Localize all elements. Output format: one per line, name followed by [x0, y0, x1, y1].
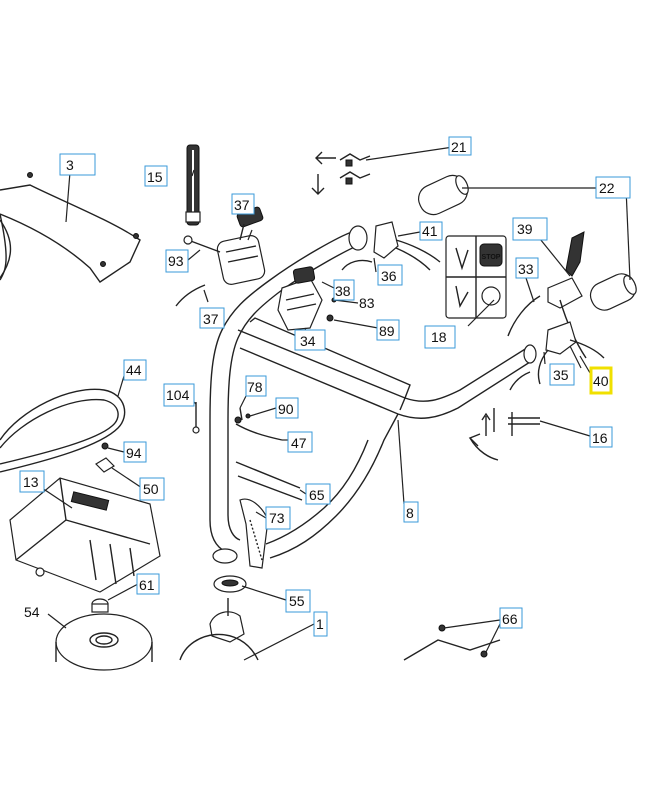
- callout-16[interactable]: 16: [589, 426, 613, 448]
- stop-sign-text: STOP: [482, 254, 501, 261]
- svg-text:18: 18: [431, 329, 447, 345]
- rod-65-part: [235, 461, 303, 501]
- grip-73-part: [239, 498, 269, 569]
- svg-text:104: 104: [166, 387, 190, 403]
- callout-47[interactable]: 47: [287, 431, 313, 453]
- callout-15[interactable]: 15: [144, 165, 168, 187]
- svg-text:90: 90: [278, 401, 294, 417]
- symbol-16-part: [468, 408, 540, 461]
- callout-35[interactable]: 35: [549, 363, 575, 386]
- callout-37-top[interactable]: 37: [231, 193, 255, 215]
- callout-38[interactable]: 38: [333, 279, 355, 301]
- svg-text:34: 34: [300, 333, 316, 349]
- svg-text:3: 3: [66, 157, 74, 173]
- callout-8[interactable]: 8: [403, 501, 419, 523]
- svg-text:94: 94: [126, 445, 142, 461]
- callout-66[interactable]: 66: [499, 607, 523, 629]
- callout-36[interactable]: 36: [377, 264, 403, 286]
- part-1: [179, 598, 259, 661]
- callout-34[interactable]: 34: [294, 329, 326, 351]
- small-parts-61-94-50: [91, 442, 115, 613]
- callout-55[interactable]: 55: [285, 589, 311, 613]
- engine-block-13-part: [9, 477, 161, 593]
- svg-text:37: 37: [234, 197, 250, 213]
- svg-text:13: 13: [23, 474, 39, 490]
- svg-text:16: 16: [592, 430, 608, 446]
- belt-44-part: [0, 388, 126, 473]
- panel-3-part: [0, 172, 141, 283]
- svg-text:1: 1: [316, 616, 324, 632]
- callout-93[interactable]: 93: [165, 249, 189, 273]
- svg-text:55: 55: [289, 593, 305, 609]
- callout-1[interactable]: 1: [313, 611, 328, 637]
- pulley-54-part: [55, 613, 153, 671]
- callout-33[interactable]: 33: [515, 257, 539, 279]
- callout-39[interactable]: 39: [512, 217, 548, 241]
- svg-text:41: 41: [422, 223, 438, 239]
- svg-text:44: 44: [126, 362, 142, 378]
- callout-22[interactable]: 22: [595, 176, 631, 199]
- svg-text:50: 50: [143, 481, 159, 497]
- svg-text:47: 47: [291, 435, 307, 451]
- callout-37-bottom[interactable]: 37: [199, 307, 225, 329]
- parts-drawing: STOP: [0, 144, 637, 671]
- svg-text:21: 21: [451, 139, 467, 155]
- svg-text:78: 78: [247, 379, 263, 395]
- symbol-21-part: [311, 151, 371, 195]
- callout-50[interactable]: 50: [139, 477, 165, 501]
- callout-104[interactable]: 104: [163, 383, 195, 407]
- callout-73[interactable]: 73: [265, 506, 291, 530]
- control-lever-part: [277, 266, 337, 331]
- callout-40[interactable]: 40: [589, 366, 613, 395]
- svg-text:36: 36: [381, 268, 397, 284]
- callout-94[interactable]: 94: [123, 441, 147, 463]
- bolt-104-part: [192, 402, 200, 434]
- bracket-55-part: [212, 548, 247, 593]
- svg-text:73: 73: [269, 510, 285, 526]
- svg-text:39: 39: [517, 221, 533, 237]
- decal-18-part: STOP: [445, 235, 507, 319]
- callout-44[interactable]: 44: [123, 359, 147, 381]
- svg-text:65: 65: [309, 487, 325, 503]
- cable-15-part: [185, 144, 201, 226]
- svg-text:83: 83: [359, 295, 375, 311]
- callout-41[interactable]: 41: [419, 221, 443, 241]
- callout-3[interactable]: 3: [59, 153, 96, 176]
- bolt-93-part: [183, 235, 221, 253]
- callout-61[interactable]: 61: [136, 573, 160, 595]
- callout-78[interactable]: 78: [245, 375, 267, 397]
- svg-text:66: 66: [502, 611, 518, 627]
- svg-text:15: 15: [147, 169, 163, 185]
- hardware-78-90-47-part: [234, 407, 283, 441]
- lever-36-part: [341, 221, 441, 271]
- lever-39-40-part: [507, 231, 605, 391]
- svg-text:33: 33: [518, 261, 534, 277]
- callout-21[interactable]: 21: [448, 136, 472, 156]
- svg-text:38: 38: [335, 283, 351, 299]
- svg-text:89: 89: [379, 323, 395, 339]
- callout-65[interactable]: 65: [305, 483, 331, 505]
- svg-text:93: 93: [168, 253, 184, 269]
- grip-22-part: [418, 174, 637, 311]
- callout-54: 54: [24, 604, 40, 620]
- svg-text:40: 40: [593, 373, 609, 389]
- hardware-66-part: [403, 624, 501, 661]
- callout-89[interactable]: 89: [376, 319, 400, 341]
- svg-text:37: 37: [203, 311, 219, 327]
- svg-text:61: 61: [139, 577, 155, 593]
- svg-text:54: 54: [24, 604, 40, 620]
- svg-text:8: 8: [406, 505, 414, 521]
- callout-18[interactable]: 18: [424, 325, 456, 349]
- callout-90[interactable]: 90: [275, 397, 299, 419]
- leader-lines: [41, 145, 631, 661]
- callout-13[interactable]: 13: [19, 470, 45, 493]
- svg-text:22: 22: [599, 180, 615, 196]
- callout-83: 83: [359, 295, 375, 311]
- svg-text:35: 35: [553, 367, 569, 383]
